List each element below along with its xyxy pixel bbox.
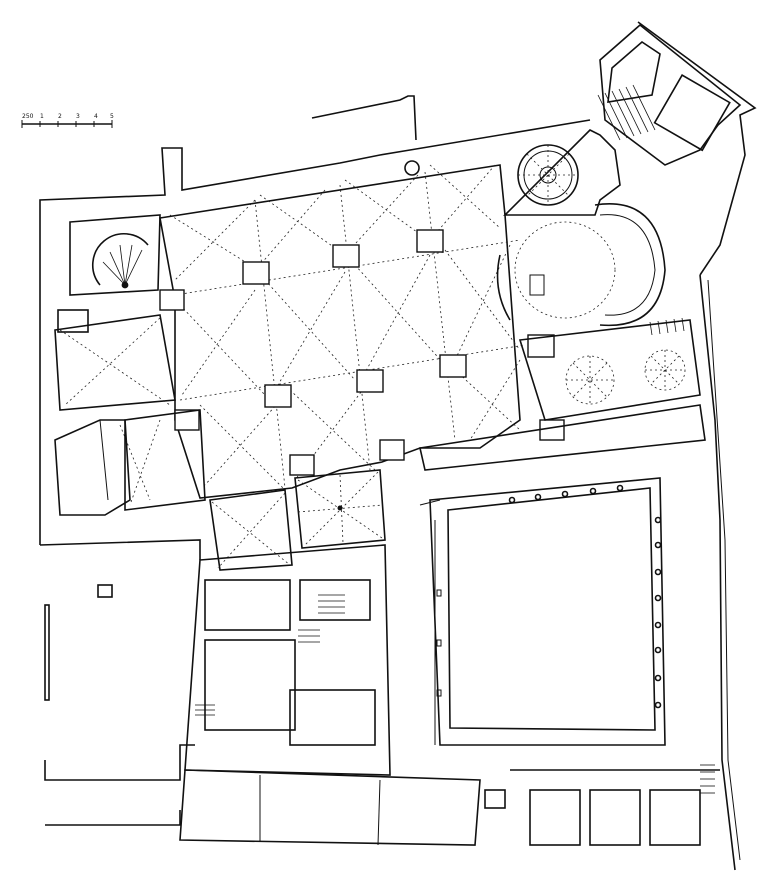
scale-label-4: 4 — [94, 113, 98, 120]
piers — [159, 229, 565, 476]
site-boundary — [39, 21, 757, 871]
scale-label-2: 2 — [58, 113, 62, 120]
service-range — [97, 544, 391, 776]
north-well — [404, 160, 420, 176]
annex-stair — [597, 84, 656, 141]
northwest-stair-tower — [69, 214, 161, 296]
cloister — [419, 477, 666, 746]
scale-label-3: 3 — [76, 113, 80, 120]
southwest-rooms — [54, 409, 206, 516]
service-stair — [195, 594, 345, 716]
west-chapel — [54, 309, 176, 411]
scale-label-0: 250 — [22, 113, 34, 120]
scale-label-5: 5 — [110, 113, 114, 120]
east-apse — [496, 129, 666, 327]
southeast-sacristy — [518, 317, 701, 421]
northeast-annex — [597, 23, 742, 166]
cloister-columns — [436, 484, 662, 709]
east-corridor — [419, 404, 706, 471]
south-chapels — [209, 469, 386, 571]
scale-bar: 250 1 2 3 4 5 — [21, 113, 114, 128]
scale-label-1: 1 — [40, 113, 44, 120]
south-buildings — [179, 764, 720, 846]
church-nave — [159, 164, 526, 499]
southeast-stair — [700, 764, 715, 794]
